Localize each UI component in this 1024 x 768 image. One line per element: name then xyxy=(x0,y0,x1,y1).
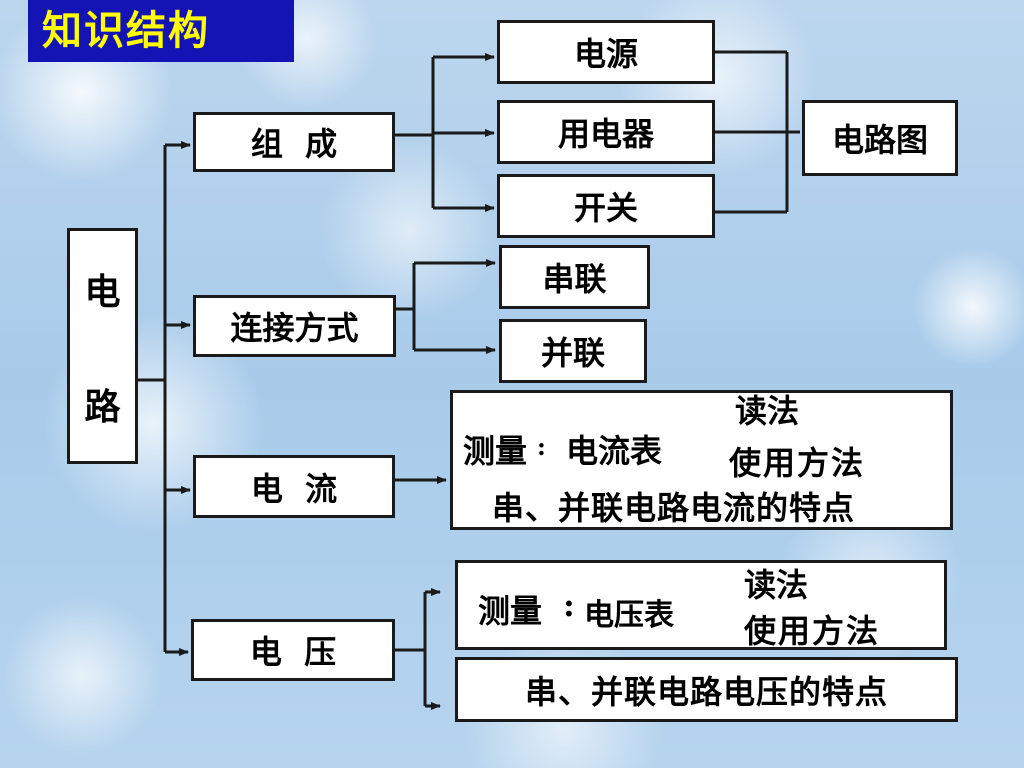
current-measure-label: 测量 xyxy=(463,432,528,470)
ammeter-label: 电流表 xyxy=(566,432,663,470)
node-appliance: 用电器 xyxy=(497,100,715,164)
node-voltage: 电 压 xyxy=(191,619,395,681)
node-series: 串联 xyxy=(499,245,650,309)
root-node-circuit: 电 路 xyxy=(67,228,138,464)
voltage-colon: : xyxy=(563,586,575,624)
voltage-measure-label: 测量 xyxy=(478,592,543,630)
root-char-2: 路 xyxy=(84,385,121,428)
node-power-source: 电源 xyxy=(497,20,715,84)
node-composition: 组 成 xyxy=(193,112,395,172)
voltage-series-parallel-feature: 串、并联电路电压的特点 xyxy=(455,657,958,722)
current-detail-box xyxy=(450,390,953,530)
node-connection-method: 连接方式 xyxy=(193,295,396,357)
voltmeter-label: 电压表 xyxy=(584,598,674,633)
node-circuit-diagram: 电路图 xyxy=(802,100,958,176)
voltage-reading-method: 读法 xyxy=(744,566,809,604)
current-colon: : xyxy=(537,432,546,461)
voltage-usage-method: 使用方法 xyxy=(744,612,881,650)
voltage-detail-box xyxy=(455,560,947,650)
node-parallel: 并联 xyxy=(499,319,647,383)
current-usage-method: 使用方法 xyxy=(729,444,866,482)
current-reading-method: 读法 xyxy=(735,392,800,430)
root-char-1: 电 xyxy=(84,270,121,313)
slide-title: 知识结构 xyxy=(28,0,294,62)
current-series-parallel-feature: 串、并联电路电流的特点 xyxy=(492,489,856,527)
node-switch: 开关 xyxy=(497,174,715,238)
node-current: 电 流 xyxy=(193,455,395,518)
